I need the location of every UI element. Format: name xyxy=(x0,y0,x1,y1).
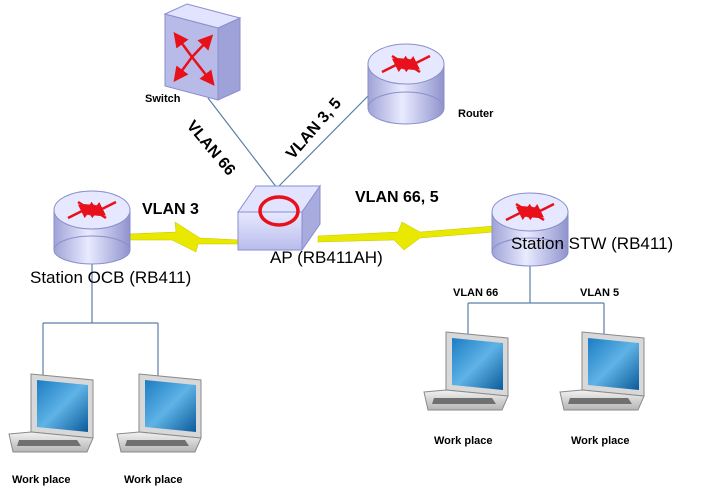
ap-device[interactable] xyxy=(237,184,321,252)
wireless-bolt-ocb-ap xyxy=(127,221,241,253)
wireless-bolt-ap-stw xyxy=(317,221,495,251)
laptop-icon[interactable] xyxy=(559,331,645,411)
router-label: Router xyxy=(458,108,494,120)
link-label-stw-right: VLAN 5 xyxy=(580,287,619,299)
station-ocb-arrows-icon xyxy=(67,200,117,220)
link-label-ap-stw: VLAN 66, 5 xyxy=(355,189,439,206)
router-device[interactable] xyxy=(367,43,445,125)
link-router-ap xyxy=(276,91,373,189)
switch-label: Switch xyxy=(145,93,181,105)
workplace-label: Work place xyxy=(12,474,71,486)
ap-label: AP (RB411AH) xyxy=(270,248,383,267)
switch-arrows-icon xyxy=(173,31,215,86)
ap-antenna-ring-icon xyxy=(258,195,300,227)
station-stw-label: Station STW (RB411) xyxy=(511,234,673,253)
laptop-icon[interactable] xyxy=(423,331,509,411)
station-stw-device[interactable] xyxy=(491,192,569,267)
laptop-icon[interactable] xyxy=(116,373,202,453)
switch-device[interactable] xyxy=(163,3,242,101)
workplace-label: Work place xyxy=(571,435,630,447)
link-label-stw-left: VLAN 66 xyxy=(453,287,498,299)
link-label-ocb-ap: VLAN 3 xyxy=(142,201,199,218)
workplace-label: Work place xyxy=(124,474,183,486)
station-stw-arrows-icon xyxy=(505,202,555,222)
router-arrows-icon xyxy=(381,54,431,74)
station-ocb-label: Station OCB (RB411) xyxy=(30,268,191,287)
link-switch-ap xyxy=(207,97,278,189)
laptop-icon[interactable] xyxy=(8,373,94,453)
station-ocb-device[interactable] xyxy=(53,190,131,265)
workplace-label: Work place xyxy=(434,435,493,447)
wired-links xyxy=(42,91,605,378)
